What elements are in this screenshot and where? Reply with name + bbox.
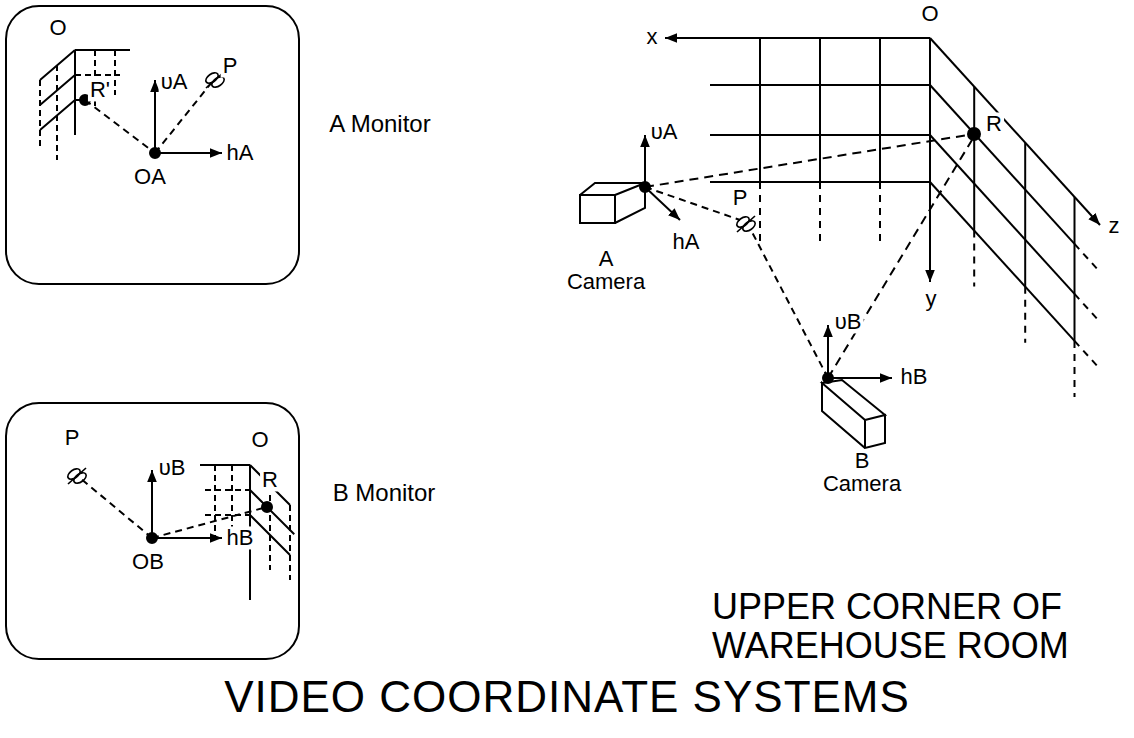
- grid-line: [930, 182, 1075, 341]
- point-label: P: [731, 186, 750, 209]
- grid-line: [1075, 341, 1101, 369]
- grid-line: [1074, 197, 1076, 341]
- grid-line: [1074, 341, 1076, 397]
- grid-line: [819, 182, 821, 245]
- grid-line: [1075, 294, 1101, 322]
- grid-line: [930, 85, 1075, 244]
- grid-line: [1024, 143, 1026, 287]
- point-label: O: [47, 16, 68, 39]
- monitor-b-scene: [66, 465, 295, 600]
- grid-line: [710, 181, 730, 183]
- room-caption: UPPER CORNER OF WAREHOUSE ROOM: [712, 588, 1130, 666]
- point-label: υB: [833, 310, 864, 333]
- point-label: hB: [225, 526, 256, 549]
- point-label: hB: [899, 365, 930, 388]
- point-label: x: [645, 25, 660, 48]
- monitor-a-scene: [40, 50, 226, 160]
- grid-line: [759, 38, 761, 182]
- grid-line: [879, 182, 881, 245]
- point-label: υB: [157, 456, 188, 479]
- point-label: O: [919, 2, 940, 25]
- monitor-label: B Monitor: [329, 480, 439, 505]
- point-label: O: [249, 428, 270, 451]
- point-label: z: [1107, 214, 1122, 237]
- point-label: υA: [159, 70, 190, 93]
- point-label: υA: [649, 120, 680, 143]
- point-label: hA: [671, 230, 702, 253]
- point-label: A Camera: [559, 247, 653, 293]
- point-label: R': [88, 78, 112, 101]
- monitor-label: A Monitor: [325, 111, 435, 136]
- grid-line: [819, 38, 821, 182]
- grid-line: [973, 231, 975, 287]
- figure-title: VIDEO COORDINATE SYSTEMS: [0, 672, 1134, 722]
- grid-line: [973, 87, 975, 231]
- grid-line: [1075, 244, 1101, 272]
- point-label: OB: [130, 550, 166, 573]
- monitor-screen: A Monitor: [5, 5, 300, 285]
- grid-line: [1024, 287, 1026, 343]
- point-label: hA: [225, 141, 256, 164]
- point-label: R: [260, 468, 280, 491]
- point-label: R: [984, 112, 1004, 135]
- grid-line: [759, 182, 761, 245]
- grid-line: [879, 38, 881, 182]
- grid-line: [710, 134, 730, 136]
- point-label: y: [924, 287, 939, 310]
- grid-line: [930, 135, 1075, 294]
- point-label: P: [63, 426, 82, 449]
- point-label: P: [221, 54, 240, 77]
- grid-line: [710, 84, 730, 86]
- point-label: B Camera: [815, 449, 909, 495]
- point-label: OA: [132, 165, 168, 188]
